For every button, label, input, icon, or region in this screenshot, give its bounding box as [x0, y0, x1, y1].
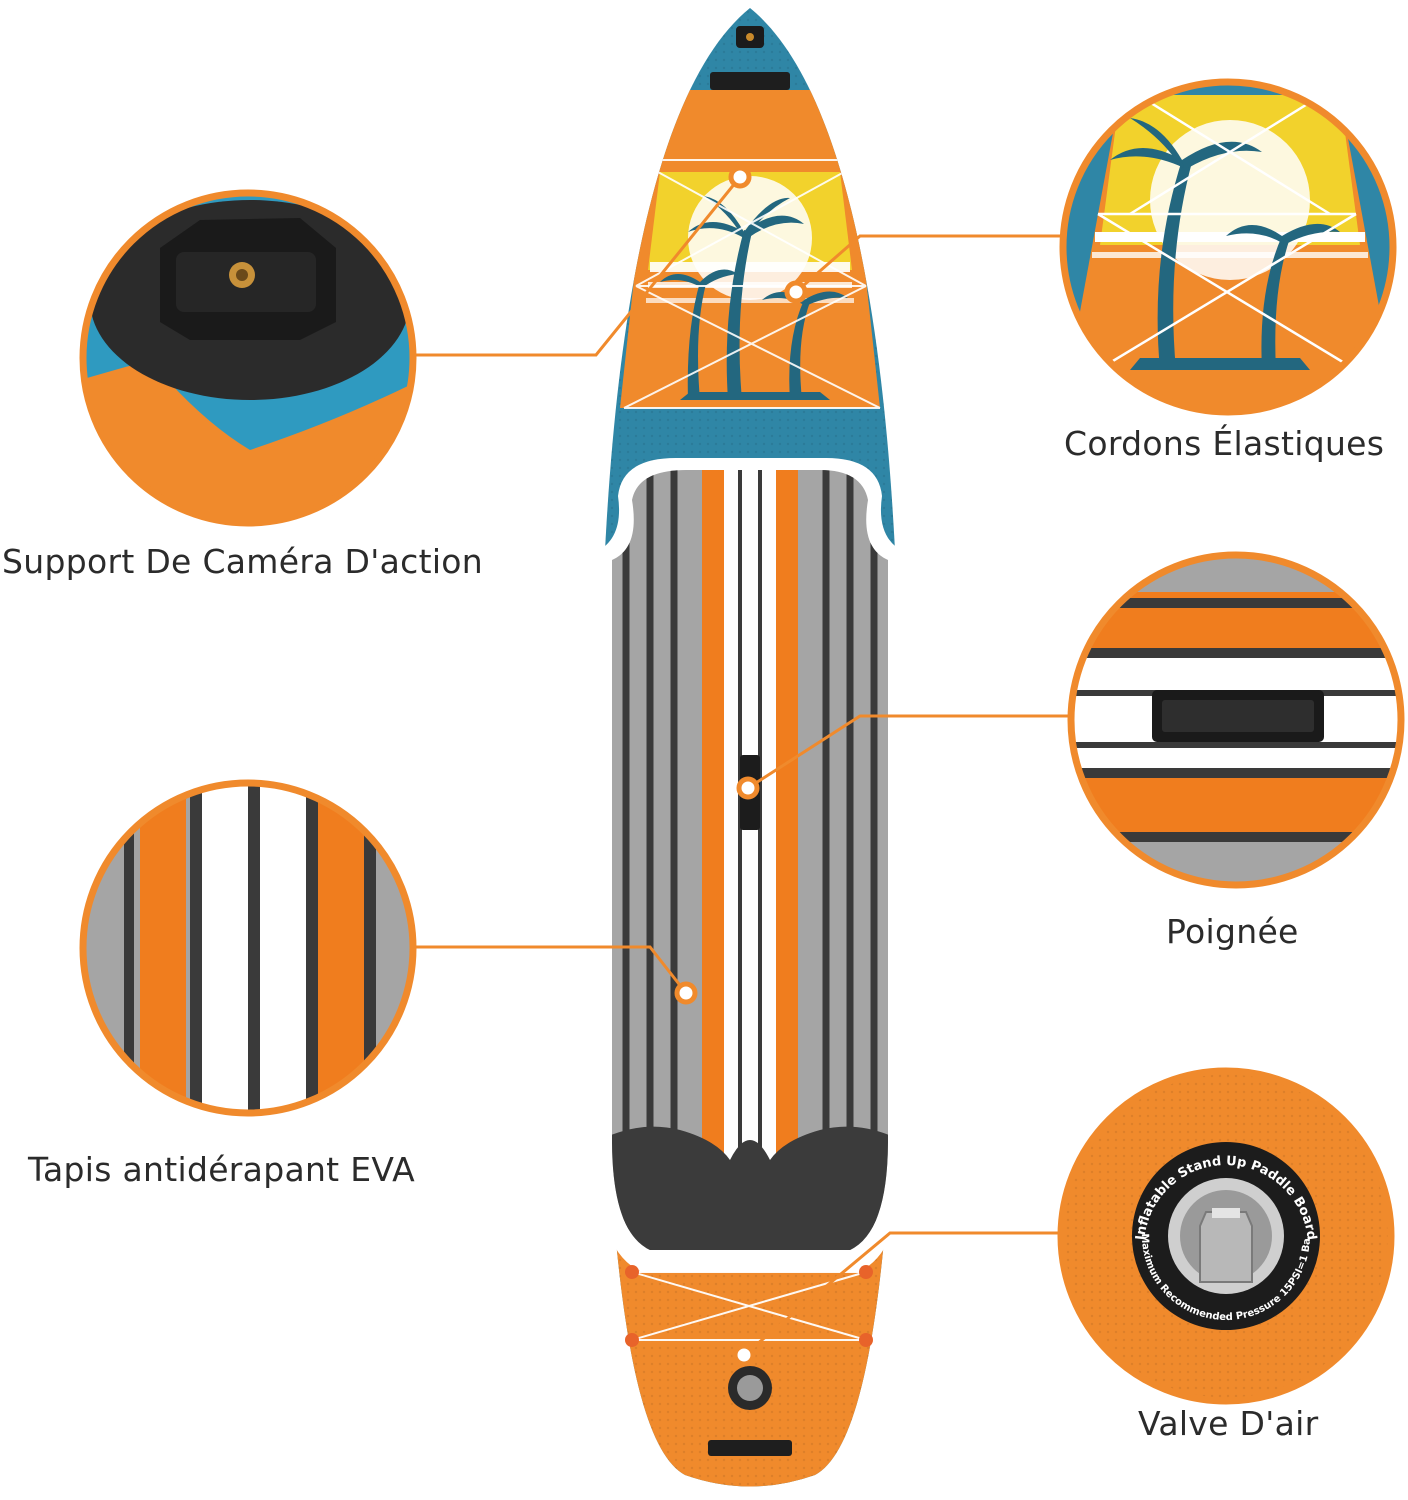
paddle-board-illustration	[596, 8, 904, 1487]
camera-mount-icon	[160, 218, 336, 340]
bungee-cords-zoom	[1059, 78, 1397, 416]
handle-zoom	[1067, 551, 1405, 889]
connector-lines	[413, 176, 1070, 1357]
bungee-cords-label: Cordons Élastiques	[1064, 424, 1385, 463]
camera-mount-zoom	[79, 189, 417, 527]
camera-mount-label: Support De Caméra D'action	[2, 542, 483, 581]
air-valve-zoom: Inflatable Stand Up Paddle Board Maximum…	[1057, 1067, 1395, 1405]
air-valve-label: Valve D'air	[1138, 1404, 1319, 1443]
eva-pad-zoom	[79, 779, 417, 1117]
palm-tree-icon	[1110, 118, 1340, 370]
handle-label: Poignée	[1166, 912, 1299, 951]
eva-pad-label: Tapis antidérapant EVA	[28, 1150, 416, 1189]
palm-tree-icon	[660, 196, 848, 400]
hotspot-dots	[674, 165, 808, 1367]
